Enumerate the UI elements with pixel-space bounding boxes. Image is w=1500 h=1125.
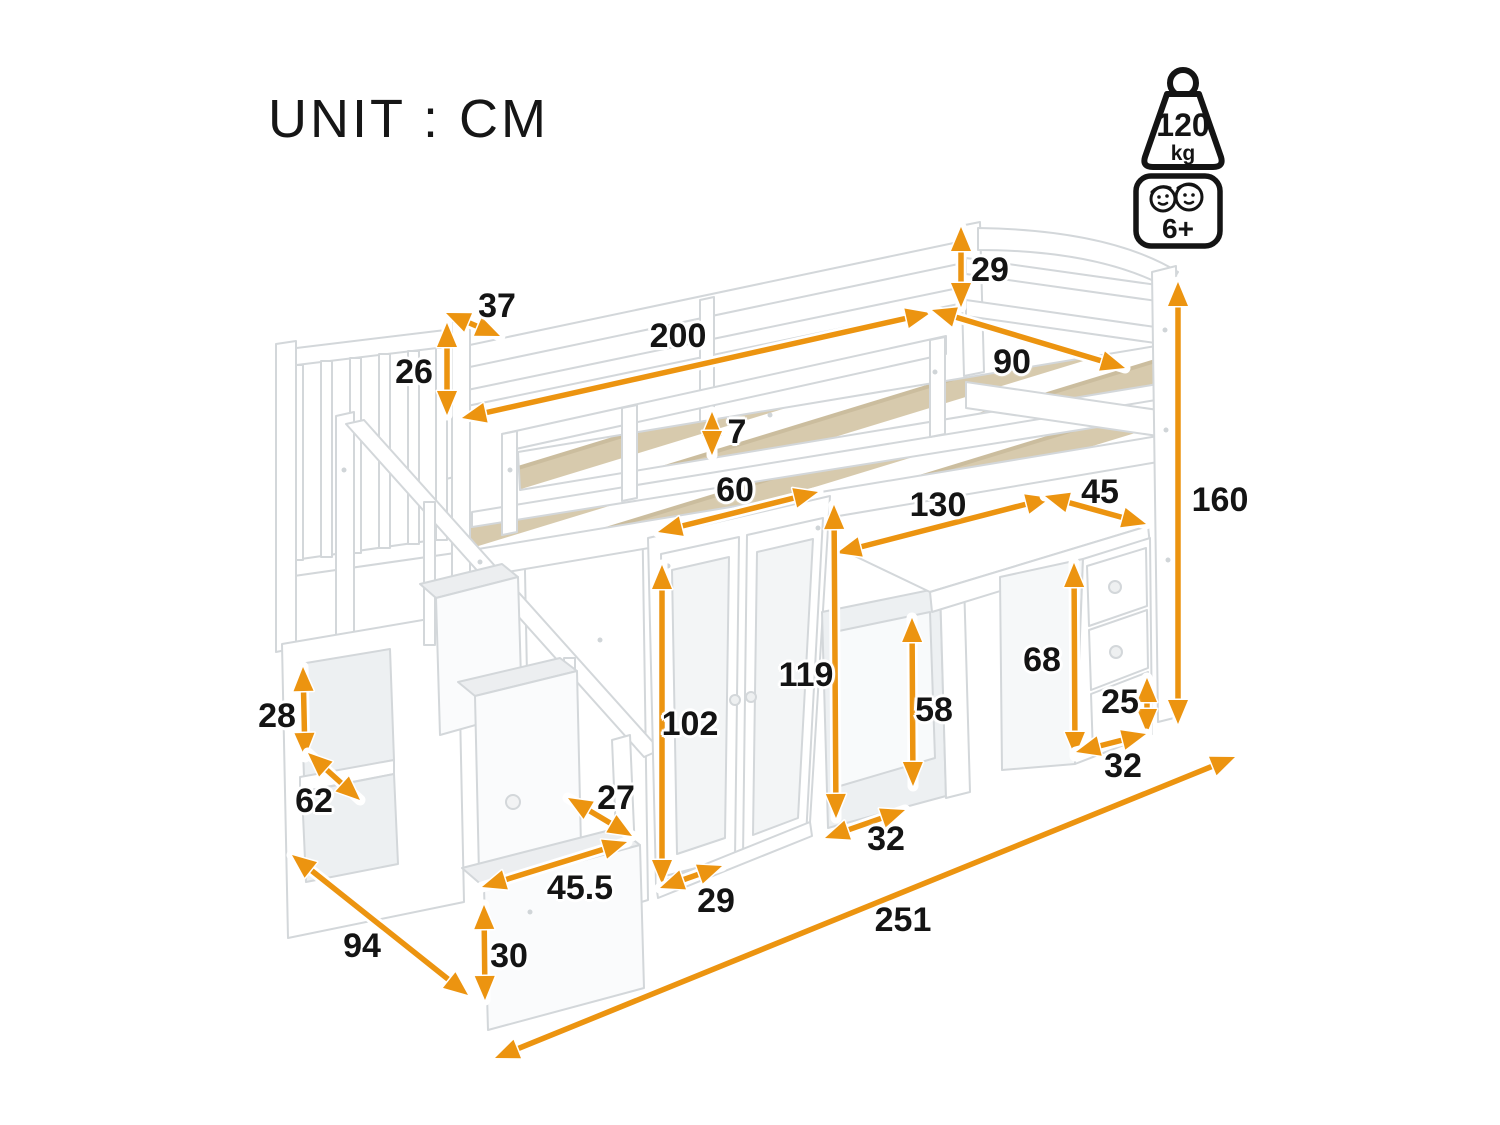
wardrobe-knob-right[interactable] (745, 691, 757, 703)
wardrobe-door-right-panel (752, 538, 814, 836)
front-rail-post-right (929, 336, 946, 438)
dimension-label-pedestal-depth: 32 (1104, 747, 1142, 785)
age-badge-icon: 6+ (1133, 173, 1223, 249)
age-value: 6+ (1162, 213, 1194, 244)
dimension-label-overall-length: 251 (874, 901, 932, 939)
dimension-label-step-depth: 27 (597, 779, 635, 817)
step-drawer-knob[interactable] (505, 794, 521, 810)
dimension-label-slat-thickness: 7 (727, 413, 747, 451)
wardrobe-door-left-panel (671, 556, 730, 855)
dimension-label-total-height: 160 (1191, 481, 1249, 519)
stair-rail-top (279, 327, 463, 368)
front-rail-post-left (501, 430, 518, 536)
dimension-label-bed-length: 200 (649, 317, 707, 355)
dimension-label-door-height: 102 (661, 705, 719, 743)
dimension-label-desk-length: 130 (909, 486, 967, 524)
drawer-knob-2[interactable] (1109, 645, 1123, 659)
dimension-label-guard-rail-height: 26 (395, 353, 433, 391)
dimension-label-step-height: 30 (490, 937, 528, 975)
dimension-label-cubby-width: 32 (867, 820, 905, 858)
wardrobe-knob-left[interactable] (729, 694, 741, 706)
dimension-label-shelf-depth: 62 (295, 782, 333, 820)
dimension-label-drawer-height: 25 (1101, 683, 1139, 721)
dimension-label-cubby-height: 58 (915, 691, 953, 729)
storage-opening-lower (301, 773, 399, 883)
dimension-label-rail-height: 29 (971, 251, 1009, 289)
dimension-label-step-width: 45.5 (546, 869, 614, 907)
front-rail-post-mid (621, 404, 638, 502)
dimension-label-pedestal-height: 68 (1023, 641, 1061, 679)
foot-rail-lower (965, 299, 1177, 347)
weight-capacity-icon: 120 kg (1141, 67, 1225, 170)
dimension-label-overall-depth: 94 (343, 927, 381, 965)
weight-value: 120 (1156, 107, 1209, 143)
dimension-label-wardrobe-width: 60 (716, 471, 754, 509)
dimension-label-wardrobe-height: 119 (778, 656, 834, 694)
dimension-label-bed-width: 90 (993, 343, 1031, 381)
dimension-label-wardrobe-depth: 29 (697, 882, 735, 920)
weight-unit: kg (1171, 142, 1196, 165)
dimension-label-desk-depth: 45 (1081, 473, 1119, 511)
dimension-label-shelf-height: 28 (258, 697, 296, 735)
unit-title: UNIT : CM (268, 89, 549, 149)
dimension-label-top-rail-width: 37 (478, 287, 516, 325)
dimension-arrows (286, 221, 1241, 1064)
desk-mid-panel (939, 580, 971, 799)
stair-corner-post-left (275, 340, 297, 653)
drawer-knob-1[interactable] (1108, 580, 1122, 594)
